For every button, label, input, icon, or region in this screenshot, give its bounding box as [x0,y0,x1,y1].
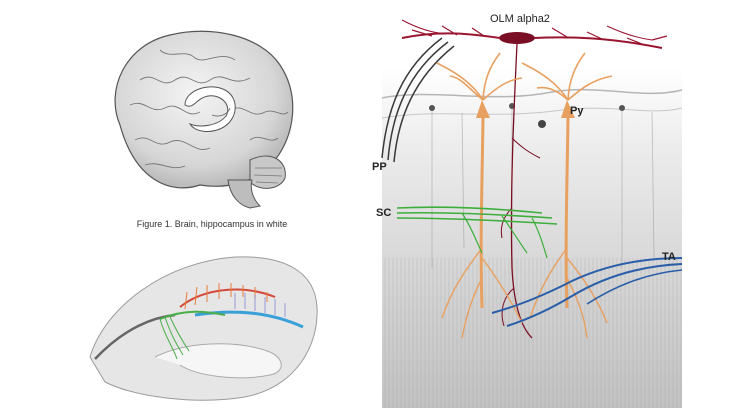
green-fiber-layer [159,310,226,360]
ta-label: TA [662,251,676,263]
brain-outline [114,30,294,189]
hippocampal-circuit-diagram: OLM alpha2 Py PP SC TA [372,13,683,408]
brain-illustration [114,30,294,209]
cerebellum-brainstem [227,155,286,209]
hippocampus-outline [89,256,318,401]
schaffer-collateral-fibers [396,206,558,259]
hippocampus-white-shape [184,86,236,132]
red-pyramidal-layer [179,283,276,310]
pp-label: PP [372,161,387,173]
brain-caption: Figure 1. Brain, hippocampus in white [136,219,288,229]
perforant-path-fibers [381,37,455,163]
sc-label: SC [376,207,391,219]
olm-alpha2-label: OLM alpha2 [490,13,550,25]
pyramidal-cell-left [436,52,523,339]
tissue-background [381,68,683,408]
blue-fiber-layer [194,293,304,329]
py-label: Py [570,105,584,117]
temporoammonic-fibers [491,257,683,327]
hippocampus-section-illustration [89,256,318,401]
